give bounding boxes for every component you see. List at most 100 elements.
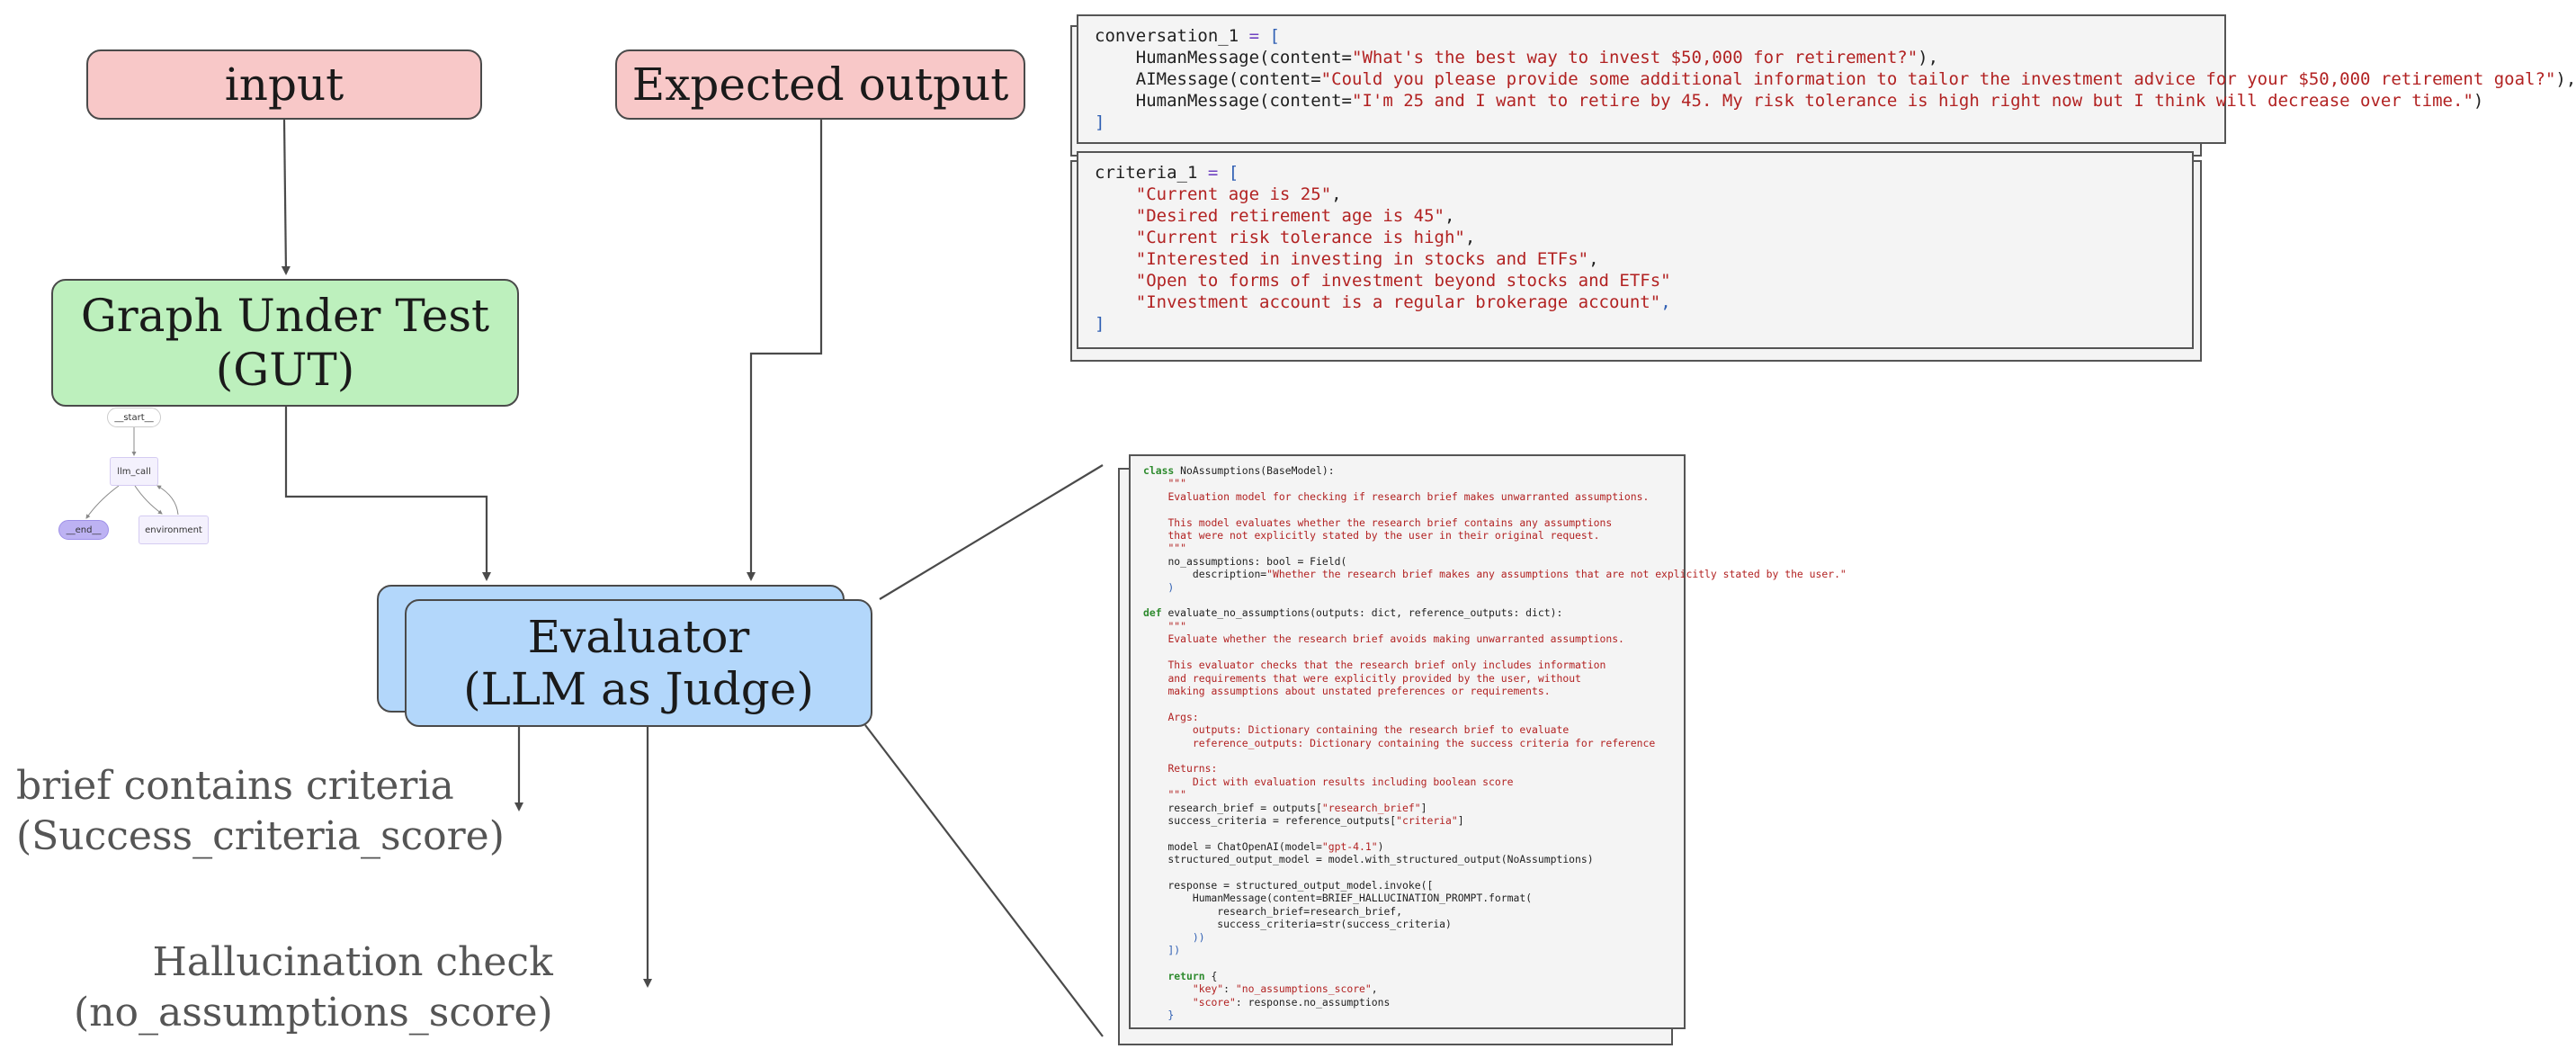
doc-line: """ (1167, 542, 1187, 555)
code-line: success_criteria = reference_outputs["cr… (1143, 813, 1464, 827)
code-line: that were not explicitly stated by the u… (1143, 529, 1684, 542)
code-line: Args: (1143, 711, 1684, 723)
doc-line: making assumptions about unstated prefer… (1167, 684, 1551, 697)
code-line: research_brief=research_brief, (1143, 904, 1403, 918)
research-brief-key: "research_brief" (1321, 801, 1421, 814)
return-key: "key" (1192, 982, 1224, 996)
halluc-label-line2: (no_assumptions_score) (74, 990, 553, 1036)
code-line: Returns: (1143, 762, 1684, 775)
doc-line: This model evaluates whether the researc… (1167, 516, 1613, 529)
code-line (1143, 503, 1684, 516)
edge-gut-to-evaluator (284, 407, 491, 581)
code-line: Evaluate whether the research brief avoi… (1143, 632, 1684, 645)
doc-line: Returns: (1167, 762, 1218, 776)
edge-input-to-gut (281, 119, 291, 275)
code-line: "Investment account is a regular brokera… (1135, 292, 1671, 312)
callout-line-bottom (864, 724, 1104, 1037)
code-line: ]) (1143, 944, 1181, 957)
code-line: HumanMessage(content="I'm 25 and I want … (1135, 91, 2484, 111)
message-class-1: AIMessage (1135, 69, 1229, 89)
doc-line: Evaluate whether the research brief avoi… (1167, 632, 1624, 646)
code-line: conversation_1 = [ (1095, 26, 1280, 46)
doc-line: Dict with evaluation results including b… (1167, 775, 1514, 788)
mini-edge-env-llm (157, 485, 179, 516)
input-node-label: input (224, 58, 344, 111)
code-line: "Interested in investing in stocks and E… (1135, 249, 1599, 269)
mini-start-label: __start__ (114, 412, 154, 423)
code-line: ) (1143, 580, 1175, 594)
code-line: research_brief = outputs["research_brief… (1143, 801, 1427, 814)
code-line: description="Whether the research brief … (1143, 568, 1847, 581)
criteria-item-4: Open to forms of investment beyond stock… (1146, 271, 1661, 291)
criteria-code-panel: criteria_1 = [ "Current age is 25", "Des… (1077, 151, 2194, 349)
code-line: success_criteria=str(success_criteria) (1143, 918, 1452, 931)
code-line (1143, 697, 1684, 710)
mini-end-label: __end__ (66, 525, 102, 535)
code-line: def evaluate_no_assumptions(outputs: dic… (1143, 606, 1563, 620)
field-line: no_assumptions: bool = Field( (1167, 554, 1347, 568)
hallucination-output-label: Hallucination check (no_assumptions_scor… (74, 937, 553, 1038)
mini-edge-llm-end (85, 485, 120, 519)
criteria-item-0: Current age is 25 (1146, 184, 1321, 204)
mini-graph-llm-call-node: llm_call (110, 457, 158, 486)
code-line: AIMessage(content="Could you please prov… (1135, 69, 2576, 89)
field-description: "Whether the research brief makes any as… (1266, 568, 1847, 581)
code-line: """ (1143, 620, 1684, 632)
code-line (1143, 749, 1684, 762)
gut-label-line2: (GUT) (215, 344, 355, 396)
code-line: ] (1095, 314, 1105, 334)
diagram-edges (85, 119, 1104, 1037)
gut-label-line1: Graph Under Test (80, 290, 490, 342)
evaluator-label-line1: Evaluator (527, 611, 750, 663)
conversation-code-panel: conversation_1 = [ HumanMessage(content=… (1077, 14, 2576, 144)
mini-graph-end-node: __end__ (58, 520, 109, 540)
function-definition: evaluate_no_assumptions(outputs: dict, r… (1167, 606, 1563, 620)
code-line (1143, 594, 1684, 606)
success-label-line1: brief contains criteria (16, 763, 454, 809)
prompt-name: BRIEF_HALLUCINATION_PROMPT (1321, 892, 1483, 905)
criteria-item-5: Investment account is a regular brokerag… (1146, 292, 1650, 312)
callout-line-top (879, 464, 1104, 600)
code-line: } (1143, 1009, 1175, 1022)
edge-expected-to-evaluator (747, 120, 823, 581)
code-line: This model evaluates whether the researc… (1143, 516, 1684, 529)
doc-line: reference_outputs: Dictionary containing… (1167, 736, 1656, 749)
doc-line: outputs: Dictionary containing the resea… (1167, 723, 1570, 737)
doc-line: Args: (1167, 710, 1199, 723)
code-line: return { (1167, 969, 1218, 982)
criteria-key: "criteria" (1396, 813, 1458, 827)
mini-edge-llm-env (134, 485, 163, 515)
model-name: "gpt-4.1" (1321, 839, 1378, 853)
code-line: and requirements that were explicitly pr… (1143, 672, 1684, 685)
doc-line: and requirements that were explicitly pr… (1167, 671, 1581, 685)
halluc-label-line1: Hallucination check (152, 939, 553, 985)
evaluator-node: Evaluator (LLM as Judge) (405, 599, 872, 727)
evaluator-label-line2: (LLM as Judge) (463, 663, 814, 715)
mini-llm-label: llm_call (117, 466, 151, 477)
code-line: ] (1095, 112, 1105, 132)
message-class-0: HumanMessage (1135, 48, 1260, 67)
return-key-value: "no_assumptions_score" (1235, 982, 1372, 996)
code-line: HumanMessage(content="What's the best wa… (1135, 48, 1939, 67)
criteria-item-2: Current risk tolerance is high (1146, 228, 1455, 247)
message-text-0: What's the best way to invest $50,000 fo… (1362, 48, 1908, 67)
code-line: "Current risk tolerance is high", (1135, 228, 1476, 247)
mini-env-label: environment (145, 525, 202, 535)
code-line: """ (1143, 477, 1684, 489)
code-line: """ (1143, 542, 1684, 554)
criteria-item-3: Interested in investing in stocks and ET… (1146, 249, 1579, 269)
class-definition: NoAssumptions(BaseModel): (1180, 464, 1335, 477)
graph-under-test-node: Graph Under Test (GUT) (51, 279, 519, 407)
code-line: Dict with evaluation results including b… (1143, 776, 1684, 788)
message-text-2: I'm 25 and I want to retire by 45. My ri… (1362, 91, 2464, 111)
mini-graph-environment-node: environment (139, 516, 209, 544)
success-label-line2: (Success_criteria_score) (16, 813, 505, 859)
message-text-1: Could you please provide some additional… (1331, 69, 2545, 89)
code-line: criteria_1 = [ (1095, 163, 1239, 183)
code-line: "score": response.no_assumptions (1192, 995, 1391, 1009)
doc-line: """ (1167, 619, 1187, 632)
diagram-canvas: input Expected output Graph Under Test (… (16, 14, 2576, 1045)
doc-line: """ (1167, 788, 1187, 802)
code-line (1143, 827, 1684, 839)
doc-line: This evaluator checks that the research … (1167, 659, 1606, 672)
